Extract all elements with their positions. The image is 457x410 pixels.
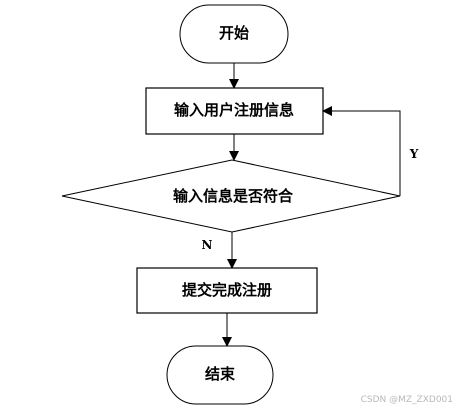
no-branch-label: N [202,238,213,252]
arrow-loop-back-yes [322,106,401,196]
input-registration-node: 输入用户注册信息 [145,87,324,135]
check-decision-node: 输入信息是否符合 [61,159,401,233]
end-node: 结束 [166,345,274,405]
input-registration-label: 输入用户注册信息 [174,101,294,119]
start-node-label: 开始 [219,24,249,42]
end-node-label: 结束 [205,365,236,383]
submit-registration-node: 提交完成注册 [136,267,318,314]
yes-branch-label: Y [409,147,419,161]
submit-registration-label: 提交完成注册 [182,281,272,299]
watermark-text: CSDN @MZ_ZXD001 [361,395,453,405]
check-decision-label: 输入信息是否符合 [173,187,294,205]
start-node: 开始 [179,4,289,64]
